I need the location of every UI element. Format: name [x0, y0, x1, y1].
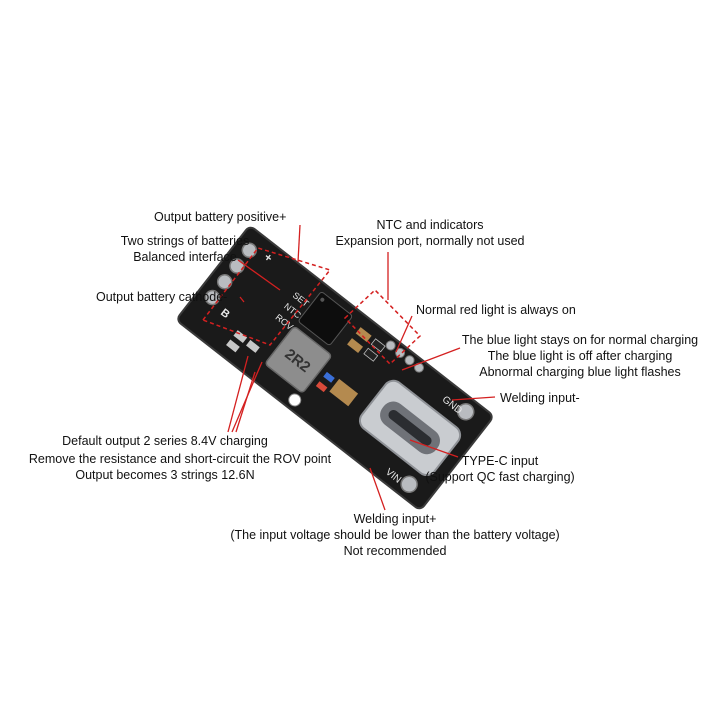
resistor-4 [226, 339, 240, 353]
label-blue-line2: The blue light is off after charging [487, 349, 673, 363]
annotation-lines [227, 224, 496, 511]
resistor-3 [246, 339, 260, 353]
label-typec-line1: TYPE-C input [461, 454, 539, 468]
pad-battery-negative [204, 289, 221, 306]
line-two-strings [237, 259, 281, 291]
label-ntc-line1: NTC and indicators [376, 218, 484, 232]
annotation-boxes [201, 247, 422, 366]
line-typec [409, 439, 459, 458]
line-blue-light [401, 347, 461, 371]
ntc-header [385, 340, 425, 373]
capacitor-3 [329, 378, 359, 407]
line-out-pos [297, 224, 301, 263]
mounting-hole [288, 393, 302, 407]
label-default-line2: Remove the resistance and short-circuit … [28, 452, 332, 466]
pad-input-positive [400, 475, 418, 494]
line-out-neg [239, 296, 245, 303]
pad-input-negative [457, 403, 475, 421]
pad-battery-positive [241, 242, 258, 259]
label-blue-line1: The blue light stays on for normal charg… [461, 333, 699, 347]
label-welding-positive-line2: (The input voltage should be lower than … [230, 528, 560, 542]
label-welding-positive-line3: Not recommended [343, 544, 447, 558]
resistor-2 [363, 347, 379, 362]
label-welding-positive-line1: Welding input+ [353, 512, 437, 526]
label-default-line3: Output becomes 3 strings 12.6N [75, 468, 255, 482]
label-two-strings-line2: Balanced interface [133, 250, 237, 264]
label-red-light: Normal red light is always on [416, 303, 576, 317]
ntc-pad-3 [404, 355, 415, 366]
label-typec-line2: (Support QC fast charging) [425, 470, 575, 484]
usb-c-tongue [388, 409, 432, 446]
blue-led [323, 371, 335, 383]
inductor [265, 326, 332, 393]
red-led [315, 381, 328, 393]
ic-pin1-dot [320, 297, 325, 302]
controller-ic [298, 292, 353, 346]
label-output-positive: Output battery positive+ [154, 210, 287, 224]
label-two-strings-line1: Two strings of batteries [120, 234, 250, 248]
label-ntc-line2: Expansion port, normally not used [335, 234, 525, 248]
label-default-line1: Default output 2 series 8.4V charging [62, 434, 268, 448]
pcb-board: 2R2 SET NTC ROV + B [177, 226, 493, 510]
label-welding-negative: Welding input- [500, 391, 580, 405]
line-rov-3 [235, 371, 256, 433]
pad-balance-2 [216, 274, 233, 290]
ntc-pad-1 [385, 340, 396, 351]
label-output-negative: Output battery cathode- [96, 290, 228, 304]
capacitor-1 [355, 327, 372, 343]
capacitor-2 [347, 338, 364, 354]
line-rov-1 [227, 355, 249, 433]
label-blue-line3: Abnormal charging blue light flashes [479, 365, 681, 379]
box-ntc-header [343, 288, 422, 366]
line-red-light [395, 315, 413, 353]
resistor-1 [370, 338, 386, 353]
line-weld-pos [369, 467, 386, 511]
line-weld-neg [451, 396, 496, 401]
pcb-edge [177, 226, 493, 510]
